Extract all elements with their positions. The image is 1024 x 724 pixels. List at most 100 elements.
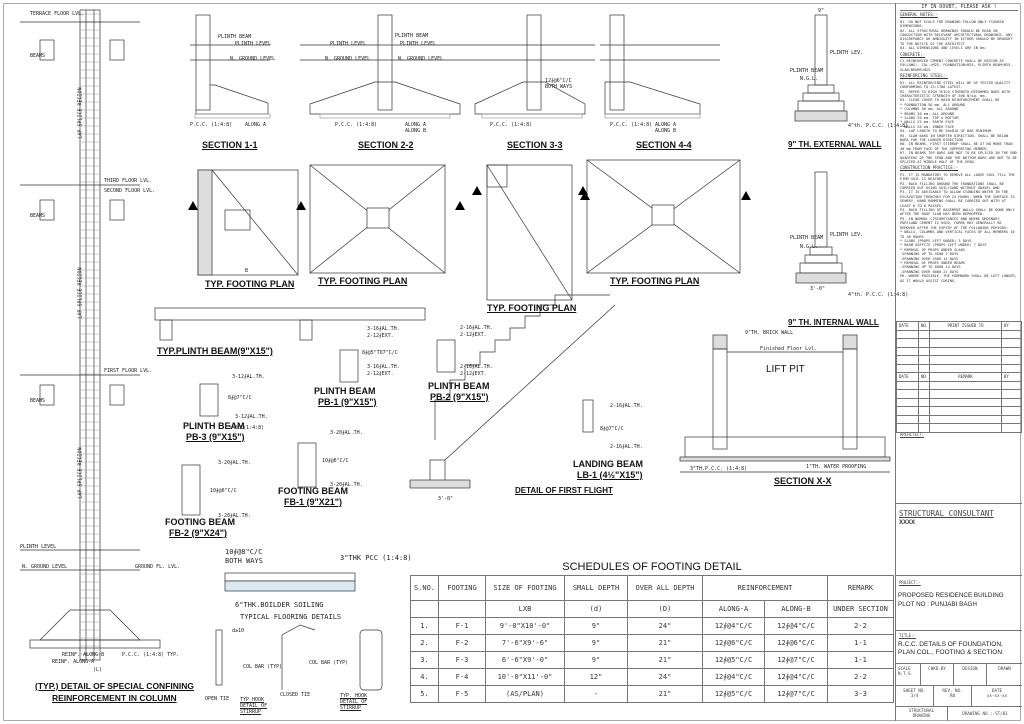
ground-level-label: N. GROUND LEVEL bbox=[398, 56, 444, 62]
pb1-bottom-ext: 2-12∮EXT. bbox=[367, 371, 394, 377]
drawing-type: STRUCTURAL DRAWING bbox=[896, 707, 948, 721]
schedule-cell: 6'-6"X9'-0" bbox=[485, 650, 565, 669]
dim-b: B bbox=[245, 268, 249, 274]
note-item: * SLABS 20 mm. TOP & BOTTOM bbox=[900, 115, 959, 120]
section-3-3-title: SECTION 3-3 bbox=[507, 140, 563, 150]
plinth-beam-label: PLINTH BEAM bbox=[790, 235, 824, 241]
doubt-note: IF IN DOUBT, PLEASE ASK ! bbox=[900, 4, 1018, 12]
schedule-cell: 12∮@4"C/C bbox=[702, 616, 765, 635]
schedule-cell: 12∮@4"C/C bbox=[764, 667, 828, 686]
project-section: PROJECT:- PROPOSED RESIDENCE BUILDING PL… bbox=[896, 575, 1022, 630]
schedule-cell: 9'-0"X10'-0" bbox=[485, 616, 565, 635]
first-floor-label: FIRST FLOOR LVL. bbox=[104, 368, 153, 374]
note-item: * BEAMS 30 mm. ALL AROUND bbox=[900, 111, 955, 116]
note-item: * BEAM SOFFITS (PROPS LEFT UNDER) 7 DAYS bbox=[900, 243, 987, 248]
schedule-cell: 12∮@7"C/C bbox=[764, 650, 828, 669]
pb3-size: PB-3 (9"X15") bbox=[186, 432, 245, 442]
note-item: P1. IT IS MANDATORY TO REMOVE ALL LOOSE … bbox=[900, 172, 1015, 182]
pb1-bottom-bars: 3-16∮AL.TH. bbox=[367, 364, 400, 370]
plinth-level-label: PLINTH LEVEL bbox=[400, 41, 437, 47]
note-item: 02. ALL STRUCTURAL DRAWINGS SHOULD BE RE… bbox=[900, 28, 1013, 46]
reinf-b-label: REINF. ALONG-B bbox=[62, 652, 105, 658]
pb3-pcc: 3"PCC(1:4:8) bbox=[228, 425, 265, 431]
confining-title-2: REINFORCEMENT IN COLUMN bbox=[52, 693, 177, 703]
section-2-2-lines bbox=[300, 14, 470, 119]
fb1-stirrups: 10∮@6"C/C bbox=[322, 458, 349, 464]
schedule-cell: 3-3 bbox=[827, 684, 894, 703]
ngl-label: N.G.L. bbox=[800, 76, 819, 82]
lap-splice-label: LAP SPLICE REGION bbox=[77, 447, 84, 499]
ground-floor-label: GROUND FL. LVL. bbox=[135, 564, 181, 570]
pb3-stirrups: 8∮@7"C/C bbox=[228, 395, 252, 401]
note-item: R2. REFER TO HIGH YEILD STRENGTH DEFORME… bbox=[900, 89, 1011, 98]
schedule-cell: 9" bbox=[564, 650, 628, 669]
section-1-1-lines bbox=[190, 14, 271, 119]
hook-detail-stirrup-2: TYP. HOOK DETAIL OF STIRRUP bbox=[340, 693, 368, 711]
footing-plans bbox=[197, 159, 741, 301]
consultant-section: STRUCTURAL CONSULTANT XXXX bbox=[896, 503, 1022, 575]
external-wall-title: 9" TH. EXTERNAL WALL bbox=[788, 140, 882, 149]
note-item: R7. IN BEAMS TOP BARS ARE NOT TO BE SPLI… bbox=[900, 151, 1017, 164]
ngl-label: N.G.L. bbox=[800, 244, 819, 250]
schedule-cell: 9" bbox=[564, 616, 628, 635]
pcc-label: P.C.C. (1:4:8) bbox=[610, 122, 653, 128]
note-item: * SLABS (PROPS LEFT UNDER) 3 DAYS bbox=[900, 238, 972, 243]
lift-pit-lines bbox=[679, 334, 891, 473]
floor-bars-label: 10∮@8"C/C bbox=[225, 548, 263, 556]
construction-heading: CONSTRUCTION PRACTICE:- bbox=[900, 165, 958, 171]
schedule-cell: 10'-0"X11'-0" bbox=[485, 667, 565, 686]
consultant-label: STRUCTURAL CONSULTANT bbox=[899, 509, 994, 518]
plinth-beam-label: PLINTH BEAM bbox=[218, 34, 252, 40]
pb3-top-bars: 3-12∮AL.TH. bbox=[232, 374, 265, 380]
pb1-stirrups: 8∮@5"TO7"C/C bbox=[362, 350, 398, 356]
note-item: P4. BACK FILLING OF BASEMENT WALLS SHALL… bbox=[900, 208, 1015, 217]
col-date: DATE bbox=[896, 321, 919, 331]
section-4-4-title: SECTION 4-4 bbox=[636, 140, 692, 150]
water-proofing-label: 1"TH. WATER PROOFING bbox=[806, 464, 867, 470]
second-floor-label: SECOND FLOOR LVL. bbox=[104, 188, 156, 194]
pb2-size: PB-2 (9"X15") bbox=[430, 392, 489, 402]
lift-pcc-label: 3"TH.P.C.C. (1:4:8) bbox=[690, 466, 748, 472]
header-reinforcement: REINFORCEMENT bbox=[702, 574, 828, 601]
schedule-cell: 12∮@6"C/C bbox=[764, 633, 828, 652]
title-block: IF IN DOUBT, PLEASE ASK ! GENERAL NOTES:… bbox=[895, 3, 1022, 721]
along-b-label: ALONG B bbox=[655, 128, 677, 134]
confining-title-1: (TYP.) DETAIL OF SPECIAL CONFINING bbox=[35, 681, 194, 691]
col-no: NO bbox=[918, 372, 930, 382]
schedule-title: SCHEDULES OF FOOTING DETAIL bbox=[410, 560, 894, 576]
schedule-cell: 12∮@4"C/C bbox=[764, 616, 828, 635]
note-item: -SPANNING UP TO 4500 7 DAYS bbox=[900, 252, 959, 257]
col-date: DATE bbox=[896, 372, 919, 382]
typ-plinth-beam-title: TYP.PLINTH BEAM(9"X15") bbox=[157, 346, 273, 356]
schedule-cell: F-3 bbox=[438, 650, 486, 669]
date-label: DATE bbox=[991, 688, 1003, 693]
note-item: R1. ALL REINFORCING STEEL WILL BE OF TES… bbox=[900, 80, 1011, 90]
internal-wall-title: 9" TH. INTERNAL WALL bbox=[788, 318, 879, 327]
schedule-cell: (AS/PLAN) bbox=[485, 684, 565, 703]
steel-heading: REINFORCING STEEL:- bbox=[900, 73, 948, 79]
ground-level-label: N. GROUND LEVEL bbox=[230, 56, 276, 62]
pb3-bottom-bars: 3-12∮AL.TH. bbox=[235, 414, 268, 420]
pb1-title: PLINTH BEAM bbox=[314, 386, 376, 396]
pb1-size: PB-1 (9"X15") bbox=[318, 397, 377, 407]
finished-floor-label: Finished Floor Lvl. bbox=[760, 346, 818, 352]
schedule-cell: 2-2 bbox=[827, 616, 894, 635]
section-2-2-title: SECTION 2-2 bbox=[358, 140, 414, 150]
subheader-along-b: ALONG-B bbox=[764, 599, 828, 618]
plinth-level-label: PLINTH LEVEL bbox=[330, 41, 367, 47]
schedule-cell: 21" bbox=[627, 633, 703, 652]
beams-label: BEAMS bbox=[30, 213, 46, 219]
schedule-cell: - bbox=[564, 684, 628, 703]
note-item: R5. SLAB BARS IN SHORTER DIRECTION, SHAL… bbox=[900, 133, 1009, 142]
col-by: BY bbox=[1001, 372, 1022, 382]
note-item: -SPANNING OVER 6000 21 DAYS bbox=[900, 269, 959, 274]
header-remark: REMARK bbox=[827, 574, 894, 601]
note-item: * FOUNDATION 50 mm. ALL AROUND bbox=[900, 102, 965, 107]
design-label: DESIGN bbox=[954, 664, 987, 685]
drawing-no-row: STRUCTURAL DRAWING DRAWING NO.:-ST/01 bbox=[896, 706, 1022, 721]
beams-label: BEAMS bbox=[30, 53, 46, 59]
